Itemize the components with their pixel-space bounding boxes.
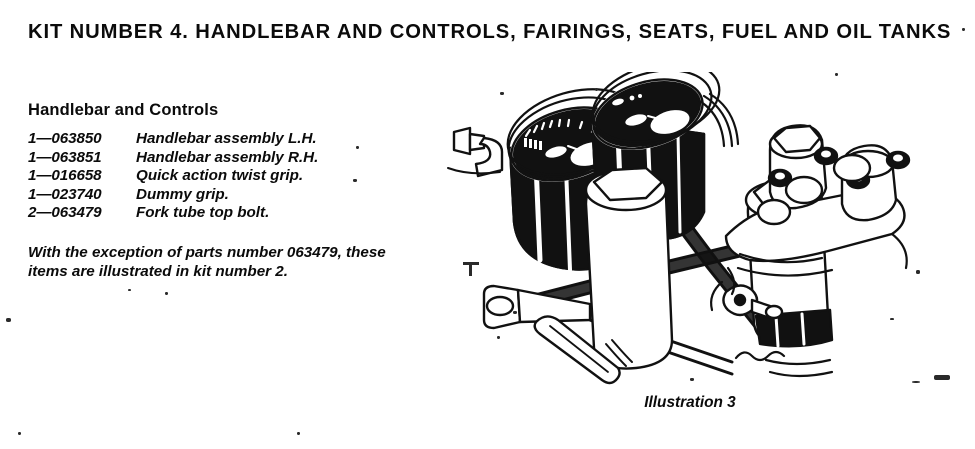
part-ref: 1—016658 [28, 167, 102, 185]
table-row: 1—023740 Dummy grip. [28, 186, 428, 205]
scan-speckle [595, 88, 598, 91]
part-description: Fork tube top bolt. [136, 204, 270, 222]
parts-text-column: Handlebar and Controls 1—063850 Handleba… [28, 100, 428, 282]
scan-speckle [916, 270, 920, 274]
table-row: 1—063851 Handlebar assembly R.H. [28, 149, 428, 168]
table-row: 1—063850 Handlebar assembly L.H. [28, 130, 428, 149]
scan-speckle [934, 375, 950, 380]
instrument-mounting-bracket-bolt [447, 126, 504, 178]
scan-speckle [890, 318, 894, 320]
fork-tube-left [584, 166, 674, 370]
table-row: 2—063479 Fork tube top bolt. [28, 204, 428, 223]
table-row: 1—016658 Quick action twist grip. [28, 167, 428, 186]
note-line-2: items are illustrated in kit number 2. [28, 263, 288, 281]
scan-speckle [912, 381, 920, 383]
scan-speckle [513, 311, 517, 314]
frame-tube-bracket [482, 284, 592, 330]
top-yoke [724, 124, 911, 277]
illustration-caption: Illustration 3 [644, 394, 736, 411]
section-heading: Handlebar and Controls [28, 101, 219, 119]
scan-speckle [128, 289, 131, 291]
scan-artifact-t-mark [463, 262, 479, 276]
part-ref: 1—063850 [28, 130, 102, 147]
scan-speckle [297, 432, 300, 435]
note-line-1: With the exception of parts number 06347… [28, 243, 386, 261]
part-ref: 1—023740 [28, 185, 102, 203]
scan-speckle [18, 432, 21, 435]
cable-detail [726, 266, 786, 362]
illustration-line-art [447, 72, 911, 385]
part-description: Dummy grip. [136, 185, 229, 203]
parts-list-table: 1—063850 Handlebar assembly L.H. 1—06385… [28, 130, 428, 223]
scan-speckle [165, 292, 168, 295]
scan-speckle [353, 179, 357, 182]
part-description: Quick action twist grip. [136, 167, 304, 185]
scan-speckle [835, 73, 838, 76]
part-ref: 2—063479 [28, 204, 102, 222]
scan-speckle [500, 92, 504, 95]
illustration-figure [440, 72, 940, 392]
part-description: Handlebar assembly L.H. [136, 130, 317, 147]
part-description: Handlebar assembly R.H. [136, 148, 319, 166]
note-paragraph: With the exception of parts number 06347… [28, 243, 420, 282]
lower-tube [533, 315, 621, 385]
scan-speckle [6, 318, 11, 322]
scan-speckle [962, 28, 965, 31]
part-ref: 1—063851 [28, 148, 102, 166]
scan-speckle [690, 378, 694, 381]
scan-speckle [356, 146, 359, 149]
page-title: KIT NUMBER 4. HANDLEBAR AND CONTROLS, FA… [28, 20, 952, 43]
scan-speckle [497, 336, 500, 339]
